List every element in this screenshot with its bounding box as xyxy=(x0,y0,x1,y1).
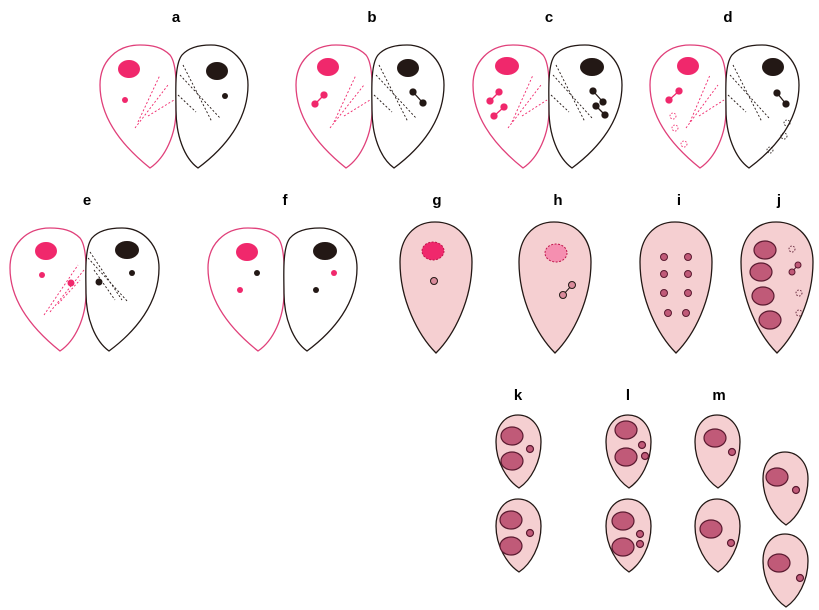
panel-d xyxy=(650,45,799,168)
cell-bottom xyxy=(496,499,541,572)
panel-e xyxy=(10,228,159,351)
black-nucleus xyxy=(397,59,419,77)
black-nucleus xyxy=(762,58,784,76)
panel-label-h: h xyxy=(553,192,562,209)
panel-b xyxy=(296,45,444,168)
panel-label-c: c xyxy=(545,9,553,26)
panel-label-a: a xyxy=(172,9,181,26)
panel-label-b: b xyxy=(367,9,376,26)
pink-cell xyxy=(100,45,176,168)
pink-nucleus xyxy=(317,58,339,76)
pink-dot-in-pink-cell xyxy=(237,287,243,293)
cell-upper-right xyxy=(763,452,808,525)
panel-h xyxy=(519,222,591,353)
panel-f xyxy=(208,228,357,351)
cell-top xyxy=(496,415,541,488)
panel-c xyxy=(473,45,622,168)
panel-label-l: l xyxy=(626,387,630,404)
panel-label-g: g xyxy=(432,192,441,209)
panel-label-m: m xyxy=(712,387,725,404)
zygote-cell xyxy=(400,222,472,353)
panel-label-e: e xyxy=(83,192,91,209)
centrosome-dot xyxy=(431,278,438,285)
black-nucleus xyxy=(313,242,337,260)
panel-l xyxy=(606,415,651,572)
pink-nucleus xyxy=(677,57,699,75)
black-dot-center xyxy=(96,279,103,286)
panel-label-f: f xyxy=(283,192,289,209)
panel-label-k: k xyxy=(514,387,523,404)
pink-nucleus xyxy=(35,242,57,260)
black-dot xyxy=(222,93,228,99)
panel-k xyxy=(496,415,541,572)
panel-label-j: j xyxy=(776,192,781,209)
black-dot-in-black-cell xyxy=(313,287,319,293)
panel-g xyxy=(400,222,472,353)
pink-nucleus xyxy=(495,57,519,75)
panel-m xyxy=(695,415,808,607)
panel-j xyxy=(741,222,813,353)
panel-label-d: d xyxy=(723,9,732,26)
panel-a xyxy=(100,45,248,168)
pink-dot-in-black-cell xyxy=(331,270,337,276)
pink-dot-left xyxy=(39,272,45,278)
pink-dot xyxy=(122,97,128,103)
fading-nucleus xyxy=(545,244,567,262)
panel-label-i: i xyxy=(677,192,681,209)
cell-bottom xyxy=(606,499,651,572)
black-dot-right xyxy=(129,270,135,276)
panel-i xyxy=(640,222,712,353)
black-dot-in-pink-cell xyxy=(254,270,260,276)
zygote-cell xyxy=(640,222,712,353)
zygote-cell xyxy=(519,222,591,353)
fusing-nucleus xyxy=(422,242,444,260)
black-nucleus xyxy=(580,58,604,76)
pink-nucleus xyxy=(236,243,258,261)
black-nucleus xyxy=(115,241,139,259)
pink-nucleus xyxy=(118,60,140,78)
zygote-cell xyxy=(741,222,813,353)
black-nucleus xyxy=(206,62,228,80)
